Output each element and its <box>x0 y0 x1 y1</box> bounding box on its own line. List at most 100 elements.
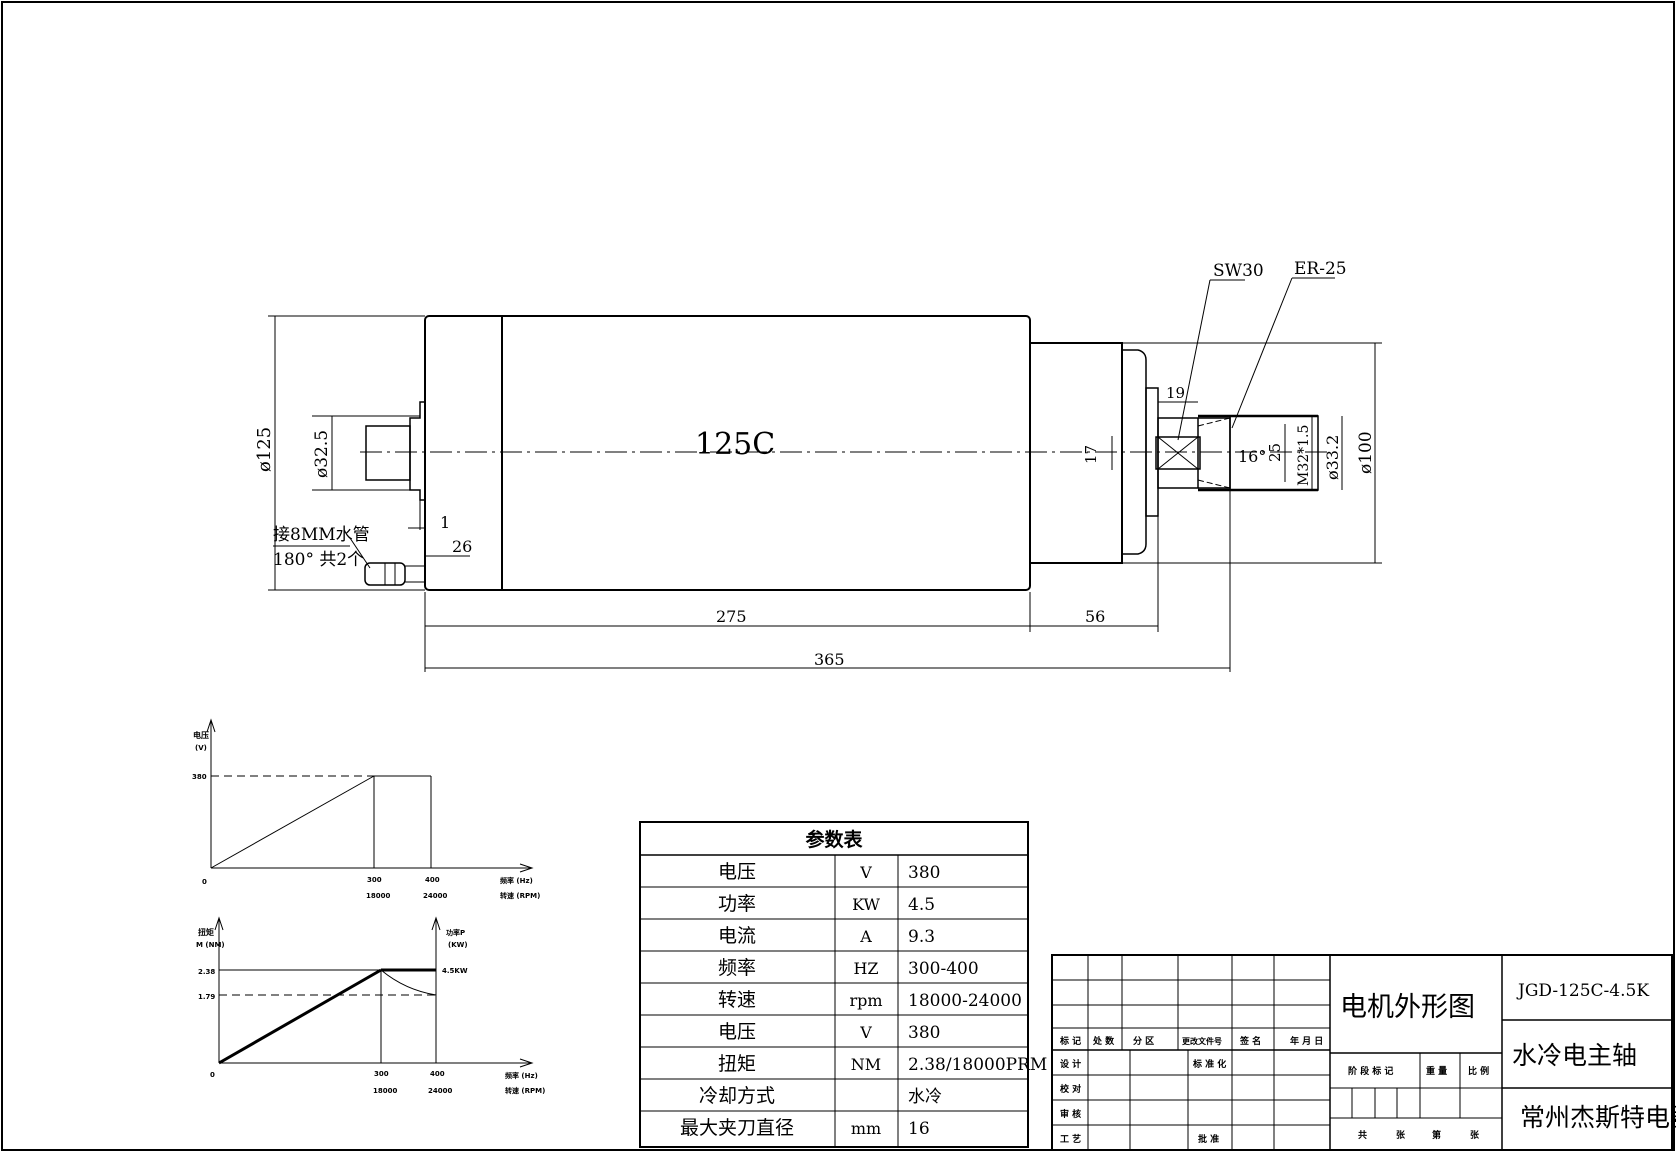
role-review: 审 核 <box>1060 1108 1081 1120</box>
body-label: 125C <box>695 427 775 462</box>
chart1-xtick-rpm-1: 18000 <box>366 892 390 900</box>
chart2-xtick-freq-2: 400 <box>430 1070 445 1078</box>
sheet-no: 第 <box>1432 1129 1441 1141</box>
drawing-name: 电机外形图 <box>1340 992 1475 1023</box>
chart1-xtick-rpm-2: 24000 <box>423 892 447 900</box>
param-name-3: 频率 <box>718 957 756 979</box>
front-housing <box>1029 342 1123 564</box>
role-design: 设 计 <box>1060 1058 1081 1070</box>
chart2-xtick-freq-1: 300 <box>374 1070 389 1078</box>
chart2-ylabel-2: M (NM) <box>196 941 225 949</box>
l56-label: 56 <box>1085 607 1105 626</box>
thread-label: M32*1.5 <box>1296 425 1312 486</box>
d125-label: ø125 <box>254 427 275 472</box>
chart2-power-ramp <box>218 968 382 1065</box>
d26-label: 26 <box>452 537 472 556</box>
chart1-origin: 0 <box>202 878 207 886</box>
er25-label: ER-25 <box>1294 259 1347 279</box>
param-unit-5: V <box>859 1023 872 1042</box>
chart1-ylabel-1: 电压 <box>193 730 209 740</box>
param-value-4: 18000-24000 <box>908 991 1022 1011</box>
chart2-xlabel-2: 转速 (RPM) <box>505 1086 545 1095</box>
rev-h-2: 处 数 <box>1092 1035 1115 1047</box>
role-process: 工 艺 <box>1060 1133 1081 1145</box>
param-value-6: 2.38/18000PRM <box>908 1055 1047 1075</box>
chart1-ytick: 380 <box>192 773 207 781</box>
d19-label: 19 <box>1166 384 1185 402</box>
param-name-7: 冷却方式 <box>699 1085 775 1107</box>
d32-label: ø32.5 <box>312 430 332 478</box>
rev-h-3: 分 区 <box>1133 1035 1154 1047</box>
param-value-8: 16 <box>908 1119 930 1139</box>
param-unit-2: A <box>859 927 872 946</box>
chart2-ytick-1: 2.38 <box>198 968 215 976</box>
water-note-line2: 180° 共2个 <box>273 550 364 570</box>
water-fitting <box>349 537 425 586</box>
param-name-5: 电压 <box>718 1021 756 1043</box>
spindle-drawing: 125C SW30 ER-25 ø125 ø32.5 ø100 ø33.2 M3… <box>254 259 1382 672</box>
param-unit-1: KW <box>852 895 880 914</box>
param-value-2: 9.3 <box>908 927 935 947</box>
chart2-y2tick: 4.5KW <box>442 967 468 975</box>
param-unit-8: mm <box>851 1119 881 1138</box>
rear-step <box>409 401 425 501</box>
angle-label: 16° <box>1238 447 1266 466</box>
chart1-xlabel-1: 频率 (Hz) <box>500 876 533 885</box>
product-name: 水冷电主轴 <box>1512 1041 1637 1070</box>
chart-voltage: 电压 (V) 380 0 300 18000 400 24000 频率 (Hz)… <box>192 718 540 900</box>
chart1-xtick-freq-2: 400 <box>425 876 440 884</box>
param-name-2: 电流 <box>718 925 756 947</box>
front-flange <box>1121 349 1147 555</box>
chart2-origin: 0 <box>210 1071 215 1079</box>
rev-h-1: 标 记 <box>1059 1035 1081 1047</box>
er25-leader <box>1231 277 1293 429</box>
part-no: JGD-125C-4.5K <box>1516 981 1649 1001</box>
param-unit-4: rpm <box>849 991 882 1010</box>
d33-label: ø33.2 <box>1323 435 1342 480</box>
title-block: 标 记 处 数 分 区 更改文件号 签 名 年 月 日 设 计 校 对 审 核 … <box>1051 954 1676 1151</box>
chart2-xlabel-1: 频率 (Hz) <box>505 1071 538 1080</box>
role-check: 校 对 <box>1060 1083 1081 1095</box>
d100-label: ø100 <box>1356 431 1376 474</box>
chart1-xtick-freq-1: 300 <box>367 876 382 884</box>
param-value-7: 水冷 <box>908 1087 942 1107</box>
rev-h-6: 年 月 日 <box>1290 1035 1323 1047</box>
rev-h-5: 签 名 <box>1239 1035 1261 1047</box>
sheet-unit2: 张 <box>1470 1129 1480 1141</box>
chart2-ylabel-1: 扭矩 <box>198 927 214 937</box>
chart-torque: 扭矩 M (NM) 功率P (KW) 2.38 1.79 4.5KW 0 300… <box>196 916 545 1095</box>
collet <box>1198 417 1231 489</box>
company-name: 常州杰斯特电器 <box>1520 1103 1676 1132</box>
chart2-y2label-2: (KW) <box>448 941 468 949</box>
scale-label: 比 例 <box>1468 1065 1489 1077</box>
chart2-torque-curve <box>380 969 437 996</box>
param-unit-6: NM <box>851 1055 881 1074</box>
collet-taper-top <box>1197 417 1231 427</box>
param-value-3: 300-400 <box>908 959 979 979</box>
sheets-unit: 张 <box>1396 1129 1406 1141</box>
chart1-ramp <box>210 775 375 869</box>
std-label: 标 准 化 <box>1192 1058 1226 1070</box>
params-title: 参数表 <box>805 828 863 851</box>
chart2-y2label-1: 功率P <box>446 928 465 937</box>
param-name-4: 转速 <box>718 989 756 1011</box>
nut-cross-2 <box>1157 436 1199 470</box>
l275-label: 275 <box>716 607 747 626</box>
rev-h-4: 更改文件号 <box>1182 1036 1222 1046</box>
param-value-1: 4.5 <box>908 895 935 915</box>
param-name-8: 最大夹刀直径 <box>680 1117 794 1139</box>
param-value-5: 380 <box>908 1023 940 1043</box>
rear-connector <box>365 425 411 481</box>
chart1-ylabel-2: (V) <box>195 744 207 752</box>
param-unit-0: V <box>859 863 872 882</box>
d1-label: 1 <box>440 513 450 532</box>
chart1-xlabel-2: 转速 (RPM) <box>500 891 540 900</box>
param-name-0: 电压 <box>718 861 756 883</box>
chart2-xtick-rpm-1: 18000 <box>373 1087 397 1095</box>
l365-label: 365 <box>814 650 845 669</box>
water-note-line1: 接8MM水管 <box>273 525 370 545</box>
d17-label: 17 <box>1082 445 1100 464</box>
